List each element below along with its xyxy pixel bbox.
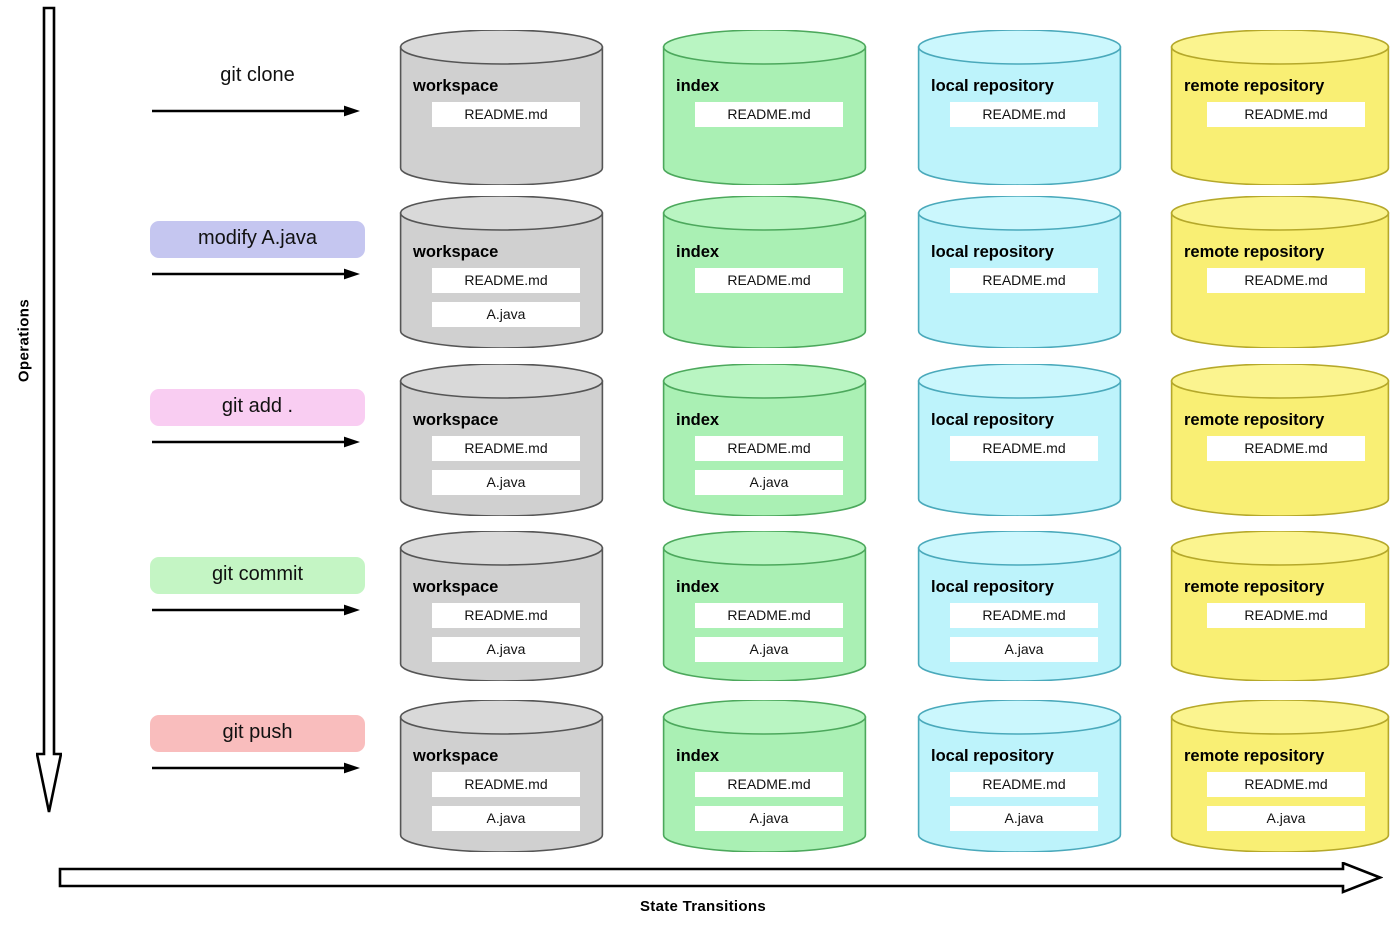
file-chip-a-java: A.java — [695, 806, 843, 831]
operation-label-1[interactable]: modify A.java — [150, 221, 365, 258]
operations-axis-label: Operations — [15, 298, 33, 383]
cylinder-title-workspace: workspace — [413, 747, 499, 765]
file-chip-readme-md: README.md — [950, 436, 1098, 461]
operation-label-4[interactable]: git push — [150, 715, 365, 752]
cylinder-title-remote_repo: remote repository — [1184, 747, 1325, 765]
cylinder-title-remote_repo: remote repository — [1184, 243, 1325, 261]
cylinder-title-local_repo: local repository — [931, 578, 1054, 596]
operation-row-0: git clone — [150, 58, 365, 119]
cylinder-title-index: index — [676, 243, 720, 261]
file-chip-readme-md: README.md — [950, 603, 1098, 628]
operation-arrow-icon-4 — [152, 762, 360, 774]
file-chip-a-java: A.java — [1207, 806, 1365, 831]
file-chip-readme-md: README.md — [432, 603, 580, 628]
state-transitions-axis — [58, 862, 1383, 894]
operations-axis — [36, 6, 62, 816]
file-chip-readme-md: README.md — [1207, 436, 1365, 461]
cylinder-title-workspace: workspace — [413, 243, 499, 261]
operation-row-4: git push — [150, 715, 365, 776]
file-chip-a-java: A.java — [432, 470, 580, 495]
operation-arrow-icon-1 — [152, 268, 360, 280]
cylinder-title-index: index — [676, 411, 720, 429]
cylinder-title-workspace: workspace — [413, 411, 499, 429]
operation-row-1: modify A.java — [150, 221, 365, 282]
cylinder-title-remote_repo: remote repository — [1184, 411, 1325, 429]
operation-arrow-icon-2 — [152, 436, 360, 448]
cylinder-title-workspace: workspace — [413, 77, 499, 95]
state-transitions-axis-label: State Transitions — [640, 898, 766, 915]
operation-label-2[interactable]: git add . — [150, 389, 365, 426]
file-chip-readme-md: README.md — [950, 268, 1098, 293]
operation-row-3: git commit — [150, 557, 365, 618]
cylinder-title-local_repo: local repository — [931, 747, 1054, 765]
file-chip-readme-md: README.md — [432, 102, 580, 127]
cylinder-title-remote_repo: remote repository — [1184, 578, 1325, 596]
file-chip-readme-md: README.md — [1207, 603, 1365, 628]
file-chip-readme-md: README.md — [695, 268, 843, 293]
file-chip-readme-md: README.md — [695, 436, 843, 461]
cylinder-title-local_repo: local repository — [931, 243, 1054, 261]
operation-arrow-icon-0 — [152, 105, 360, 117]
file-chip-readme-md: README.md — [1207, 268, 1365, 293]
file-chip-readme-md: README.md — [950, 102, 1098, 127]
file-chip-a-java: A.java — [432, 302, 580, 327]
file-chip-readme-md: README.md — [695, 603, 843, 628]
file-chip-a-java: A.java — [432, 806, 580, 831]
file-chip-readme-md: README.md — [695, 102, 843, 127]
cylinder-title-workspace: workspace — [413, 578, 499, 596]
cylinder-title-index: index — [676, 77, 720, 95]
cylinder-title-local_repo: local repository — [931, 411, 1054, 429]
cylinder-title-local_repo: local repository — [931, 77, 1054, 95]
file-chip-readme-md: README.md — [695, 772, 843, 797]
operation-arrow-icon-3 — [152, 604, 360, 616]
file-chip-readme-md: README.md — [432, 436, 580, 461]
file-chip-readme-md: README.md — [950, 772, 1098, 797]
file-chip-a-java: A.java — [695, 470, 843, 495]
file-chip-readme-md: README.md — [1207, 772, 1365, 797]
cylinder-title-remote_repo: remote repository — [1184, 77, 1325, 95]
file-chip-a-java: A.java — [950, 806, 1098, 831]
file-chip-a-java: A.java — [950, 637, 1098, 662]
right-block-arrow-icon — [58, 862, 1383, 894]
file-chip-readme-md: README.md — [1207, 102, 1365, 127]
operation-label-3[interactable]: git commit — [150, 557, 365, 594]
file-chip-readme-md: README.md — [432, 268, 580, 293]
file-chip-a-java: A.java — [432, 637, 580, 662]
cylinder-title-index: index — [676, 747, 720, 765]
down-block-arrow-icon — [36, 6, 62, 813]
operation-row-2: git add . — [150, 389, 365, 450]
cylinder-title-index: index — [676, 578, 720, 596]
file-chip-readme-md: README.md — [432, 772, 580, 797]
operation-label-0[interactable]: git clone — [220, 64, 295, 86]
file-chip-a-java: A.java — [695, 637, 843, 662]
